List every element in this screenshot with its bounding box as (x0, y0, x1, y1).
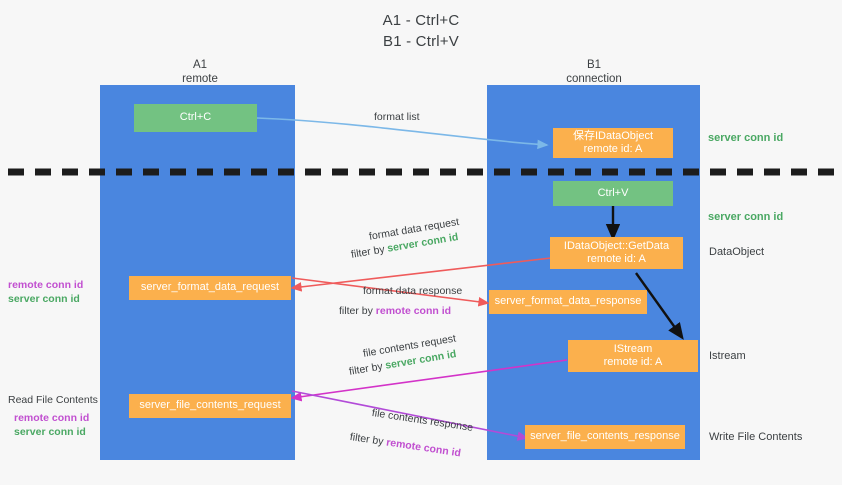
right-note-dataobject: DataObject (709, 246, 764, 258)
right-note-istream-text: Istream (709, 350, 746, 362)
left-note-low: remote conn id server conn id (14, 411, 89, 439)
arrow-format-data-response (291, 277, 490, 307)
node-ctrl-c[interactable]: Ctrl+C (134, 104, 257, 132)
node-ctrl-c-label: Ctrl+C (179, 111, 212, 124)
edge-label-format-list: format list (374, 110, 420, 125)
lane-header-a1: A1 remote (120, 58, 280, 86)
left-note-mid: remote conn id server conn id (8, 278, 83, 306)
filter-prefix: filter by (339, 305, 376, 317)
node-server-format-data-response-label: server_format_data_response (494, 295, 642, 308)
right-note-dataobject-text: DataObject (709, 246, 765, 258)
title-line-2: B1 - Ctrl+V (383, 33, 459, 50)
filter-value-remote-conn-id: remote conn id (375, 305, 452, 317)
node-save-idataobject-line1: 保存IDataObject (572, 129, 654, 142)
left-note-low-remote: remote conn id (14, 412, 90, 424)
node-getdata-line2: remote id: A (587, 253, 646, 265)
lane-b1-name: B1 (586, 59, 602, 71)
node-server-format-data-request-label: server_format_data_request (140, 281, 280, 294)
left-note-mid-server: server conn id (8, 293, 80, 305)
node-server-file-contents-response[interactable]: server_file_contents_response (525, 425, 685, 449)
left-note-read-file-contents-text: Read File Contents (8, 394, 98, 406)
lane-a1-name: A1 (192, 59, 208, 71)
node-server-file-contents-request-label: server_file_contents_request (139, 399, 281, 412)
node-idataobject-getdata[interactable]: IDataObject::GetData remote id: A (550, 237, 683, 269)
arrow-getdata-istream (635, 272, 684, 340)
node-ctrl-v[interactable]: Ctrl+V (553, 181, 673, 206)
right-note-write-file-contents: Write File Contents (709, 431, 802, 443)
left-note-mid-remote: remote conn id (8, 279, 84, 291)
right-note-server-conn-id-top: server conn id (708, 132, 783, 144)
node-server-format-data-response[interactable]: server_format_data_response (489, 290, 647, 314)
left-note-read-file-contents: Read File Contents (8, 393, 98, 407)
node-istream-line1: IStream (613, 342, 653, 355)
edge-label-format-list-text: format list (374, 111, 420, 123)
node-getdata-line1: IDataObject::GetData (563, 239, 670, 252)
arrow-file-contents-request (290, 359, 568, 402)
edge-label-format-data-response-text: format data response (363, 285, 463, 297)
title-line-1: A1 - Ctrl+C (382, 12, 460, 29)
right-note-server-conn-id-mid-text: server conn id (708, 211, 784, 223)
filter-prefix: filter by (349, 430, 388, 449)
lane-a1-subtitle: remote (182, 73, 218, 85)
arrow-format-list (256, 117, 549, 150)
node-istream[interactable]: IStream remote id: A (568, 340, 698, 372)
edge-label-format-data-response-filter: filter by remote conn id (339, 304, 451, 319)
node-ctrl-v-label: Ctrl+V (597, 186, 629, 199)
right-note-server-conn-id-mid: server conn id (708, 211, 783, 223)
node-istream-line2: remote id: A (603, 356, 663, 368)
right-note-istream: Istream (709, 350, 746, 362)
left-note-low-server: server conn id (14, 426, 86, 438)
lane-header-b1: B1 connection (514, 58, 674, 86)
page-title: A1 - Ctrl+C B1 - Ctrl+V (0, 10, 842, 52)
node-save-idataobject-line2: remote id: A (583, 143, 643, 155)
arrow-file-contents-response (291, 390, 529, 441)
node-save-idataobject[interactable]: 保存IDataObject remote id: A (553, 128, 673, 158)
node-server-file-contents-response-label: server_file_contents_response (530, 430, 680, 443)
right-note-write-file-contents-text: Write File Contents (709, 431, 803, 443)
right-note-server-conn-id-top-text: server conn id (708, 132, 784, 144)
lane-b1-subtitle: connection (566, 73, 622, 85)
node-server-file-contents-request[interactable]: server_file_contents_request (129, 394, 291, 418)
node-server-format-data-request[interactable]: server_format_data_request (129, 276, 291, 300)
edge-label-format-data-response: format data response (363, 284, 462, 299)
